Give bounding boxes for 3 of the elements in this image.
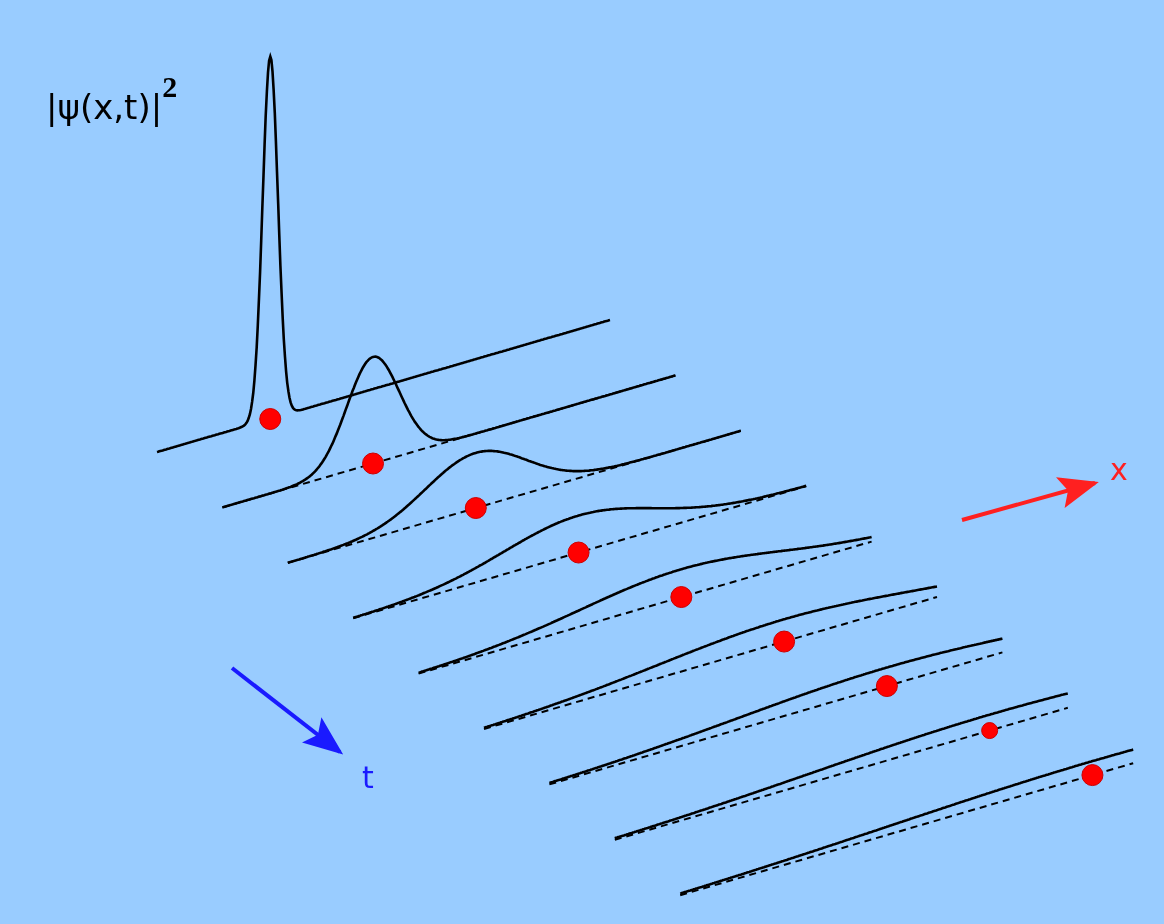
axis-label: x	[1110, 452, 1128, 487]
axis-label: t	[362, 760, 374, 795]
probability-density-label: |ψ(x,t)|$^{2}$	[46, 70, 178, 127]
